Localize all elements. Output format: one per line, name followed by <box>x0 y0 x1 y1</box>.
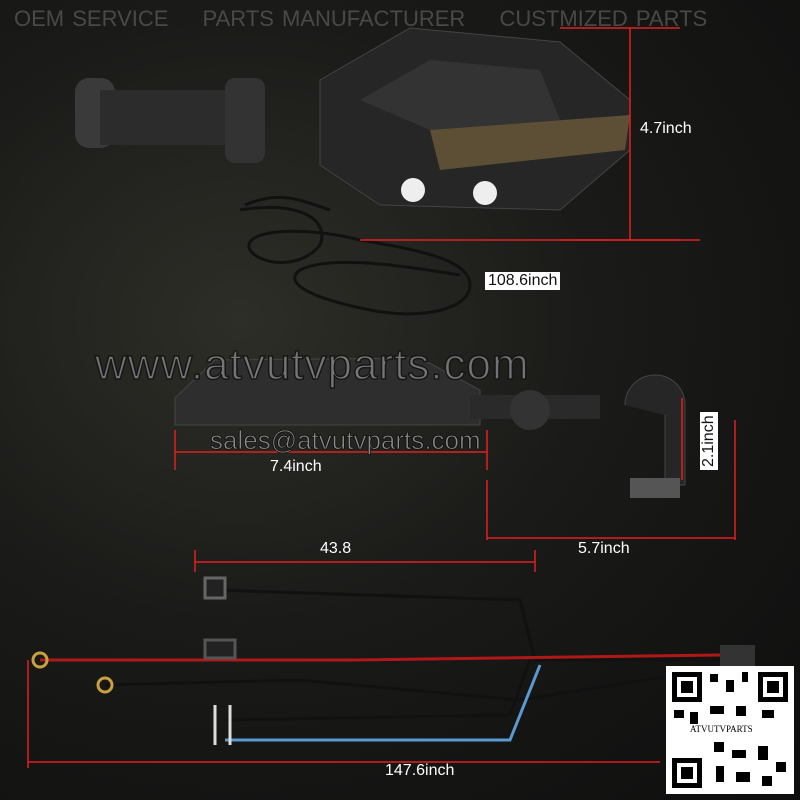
dimension-lines <box>27 27 736 768</box>
header-item: OEM SERVICE <box>14 6 169 31</box>
clamp-dimension: 2.1inch <box>700 412 718 470</box>
height-dimension: 4.7inch <box>640 120 692 137</box>
qr-code <box>666 666 794 794</box>
email-watermark: sales@atvutvparts.com <box>210 425 481 456</box>
mirror-top-view <box>75 27 631 211</box>
mirror-side-view <box>174 357 686 498</box>
header-item: CUSTMIZED PARTS <box>499 6 708 31</box>
wiring-harness <box>31 576 755 745</box>
harness-branch-dimension: 43.8 <box>320 540 352 557</box>
cable-coil <box>239 195 472 316</box>
header-watermark: OEM SERVICE PARTS MANUFACTURER CUSTMIZED… <box>14 6 733 32</box>
harness-total-dimension: 147.6inch <box>385 762 455 779</box>
cable-dimension: 108.6inch <box>485 272 561 290</box>
header-item: PARTS MANUFACTURER <box>202 6 466 31</box>
qr-pattern <box>672 672 788 788</box>
length-dimension: 7.4inch <box>270 458 322 475</box>
arm-dimension: 5.7inch <box>578 540 630 557</box>
url-watermark: www.atvutvparts.com <box>94 339 530 390</box>
qr-label: ATVUTVPARTS <box>688 724 755 734</box>
